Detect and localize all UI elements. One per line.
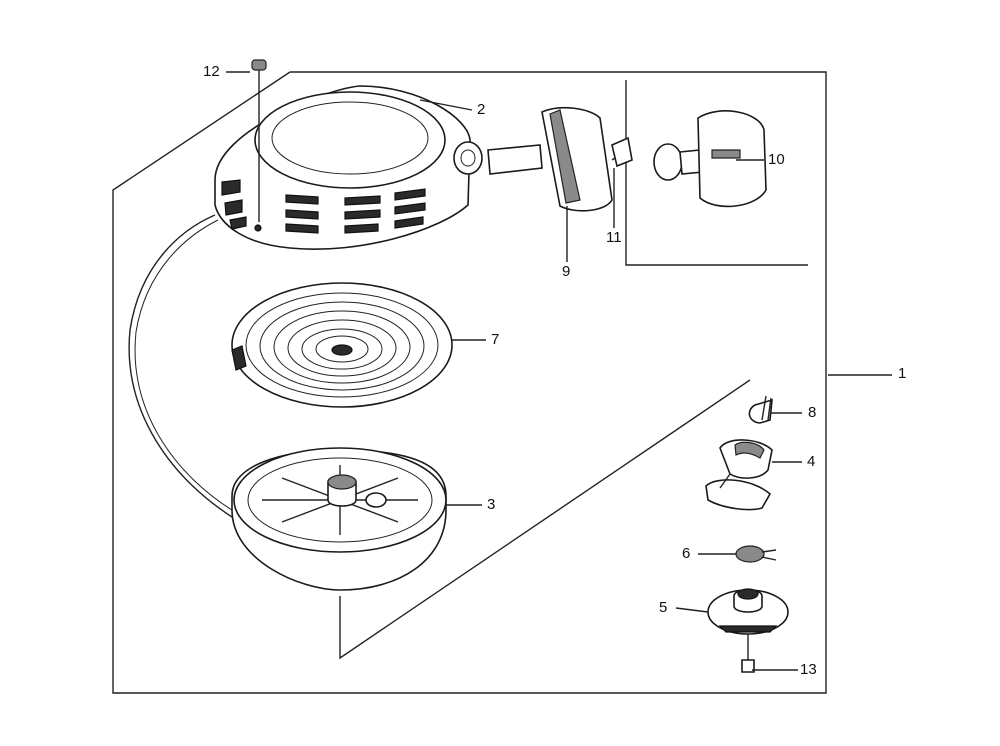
starter-reel: [231, 447, 447, 591]
bolt-12: [251, 59, 267, 222]
pulley-group-bracket: [339, 379, 751, 660]
case-vents: [221, 179, 426, 234]
ratchet: [705, 439, 773, 511]
grip-pin: [611, 136, 633, 168]
friction-plate: [707, 588, 789, 635]
starter-rope: [128, 214, 241, 523]
callout-5: 5: [659, 599, 668, 616]
recoil-spring: [231, 282, 453, 408]
leader-lines: [226, 71, 892, 671]
callout-13: 13: [800, 661, 817, 678]
rope-guide-boss: [453, 141, 483, 175]
callout-2: 2: [477, 101, 486, 118]
callout-10: 10: [768, 151, 785, 168]
callout-9: 9: [562, 263, 571, 280]
alternate-grip: [653, 110, 767, 208]
screw-13: [741, 634, 755, 673]
callout-8: 8: [808, 404, 817, 421]
starter-grip: [487, 106, 633, 212]
callout-3: 3: [487, 496, 496, 513]
callout-1: 1: [898, 365, 907, 382]
callout-12: 12: [203, 63, 220, 80]
callout-11: 11: [606, 229, 622, 246]
friction-spring: [735, 545, 777, 563]
callout-4: 4: [807, 453, 816, 470]
starter-case: [214, 85, 483, 250]
ratchet-spring: [748, 395, 773, 424]
callout-6: 6: [682, 545, 691, 562]
callout-7: 7: [491, 331, 500, 348]
